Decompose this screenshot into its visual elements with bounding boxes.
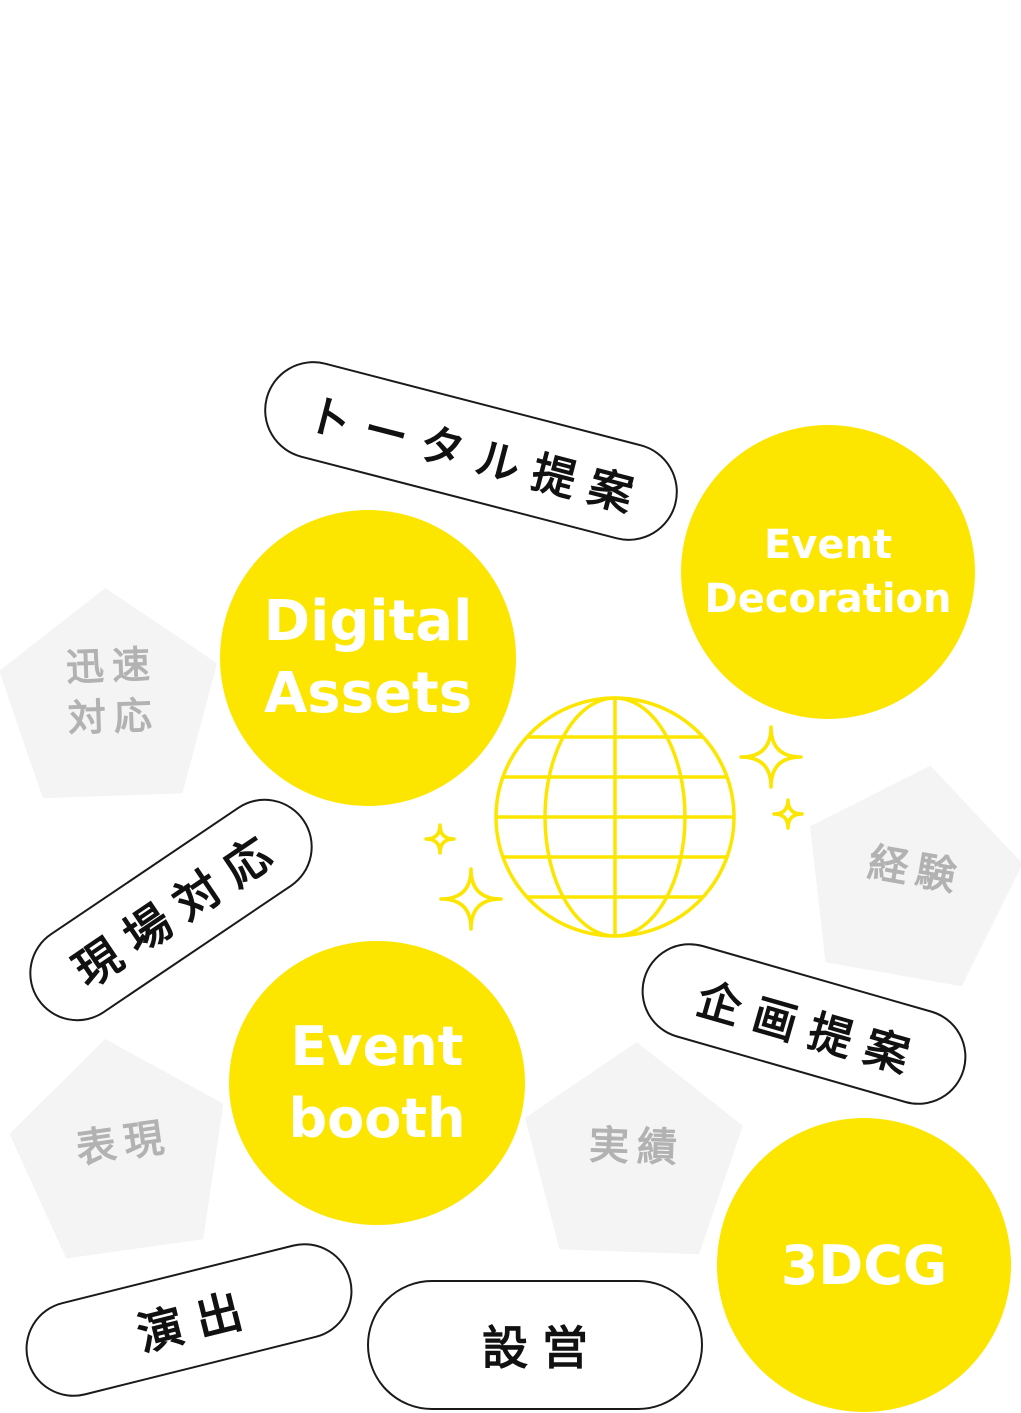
sparkle-icon	[439, 867, 503, 931]
pentagon-experience-label: 経験	[864, 839, 968, 902]
pentagon-expression-label: 表現	[73, 1113, 175, 1173]
pill-direction-label: 演出	[131, 1280, 262, 1362]
pentagon-expression: 表現	[0, 1024, 242, 1264]
globe-icon	[494, 696, 736, 938]
pentagon-speed-label: 迅速 対応	[65, 641, 161, 741]
pill-direction: 演出	[15, 1233, 363, 1407]
sparkle-icon	[424, 823, 456, 855]
pentagon-experience: 経験	[787, 747, 1021, 993]
circle-digital-assets: Digital Assets	[220, 510, 516, 806]
pill-total-proposal-label: トータル提案	[301, 388, 652, 526]
circle-event-booth-label: Event booth	[288, 1015, 466, 1150]
pill-planning-proposal-label: 企画提案	[690, 973, 929, 1087]
circle-event-booth: Event booth	[229, 941, 525, 1225]
pill-onsite-response-label: 現場対応	[63, 819, 294, 999]
circle-event-decoration: Event Decoration	[681, 425, 975, 719]
circle-3dcg: 3DCG	[717, 1118, 1011, 1412]
circle-event-decoration-label: Event Decoration	[704, 522, 952, 622]
pentagon-record: 実績	[520, 1038, 745, 1255]
pill-setup-operation: 設営	[367, 1280, 703, 1410]
circle-digital-assets-label: Digital Assets	[263, 589, 473, 726]
sparkle-icon	[739, 725, 803, 789]
pentagon-speed: 迅速 対応	[0, 584, 222, 799]
pill-setup-operation-label: 設営	[482, 1321, 602, 1375]
pentagon-record-label: 実績	[588, 1122, 686, 1172]
circle-3dcg-label: 3DCG	[780, 1233, 948, 1297]
sparkle-icon	[772, 798, 804, 830]
